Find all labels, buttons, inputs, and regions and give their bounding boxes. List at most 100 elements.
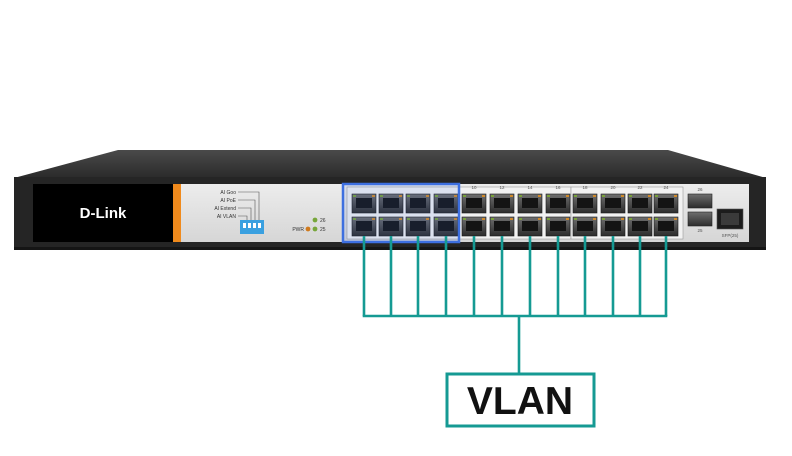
port-led — [629, 218, 632, 220]
rj45-ports-bottom-row — [351, 216, 679, 237]
port-led — [491, 218, 494, 220]
rj45-port-top-10 — [600, 193, 626, 214]
brand-accent-stripe — [173, 184, 181, 242]
sfp-slot-inner — [721, 213, 739, 225]
rj45-port-top-2 — [378, 193, 404, 214]
port-led — [593, 195, 596, 197]
rj45-port-bottom-1 — [351, 216, 377, 237]
port-led — [454, 218, 457, 220]
port-number-24: 24 — [663, 185, 669, 190]
rj45-port-top-12 — [653, 193, 679, 214]
rj45-port-top-9 — [572, 193, 598, 214]
port-led — [482, 218, 485, 220]
rj45-port-bottom-10 — [600, 216, 626, 237]
port-led — [510, 195, 513, 197]
port-number-14: 14 — [527, 185, 533, 190]
port-number-10: 10 — [471, 185, 477, 190]
port-led — [399, 195, 402, 197]
uplink-port-25 — [687, 211, 713, 227]
port-led — [538, 218, 541, 220]
port-led — [435, 218, 438, 220]
port-led — [655, 218, 658, 220]
port-led — [510, 218, 513, 220]
rj45-port-top-6 — [489, 193, 515, 214]
port-number-12: 12 — [499, 185, 505, 190]
port-led — [674, 195, 677, 197]
port-led — [426, 218, 429, 220]
uplink-port-26 — [687, 193, 713, 209]
port-led — [621, 218, 624, 220]
vlan-highlight-box — [341, 182, 461, 244]
rj45-port-top-1 — [351, 193, 377, 214]
uplink-port-25-label: 25 — [697, 228, 703, 233]
port-led — [629, 195, 632, 197]
port-number-16: 16 — [555, 185, 561, 190]
dip-leader-3 — [238, 207, 252, 220]
rj45-port-bottom-5 — [461, 216, 487, 237]
vlan-connection-lines — [362, 236, 668, 374]
dip-leader-4 — [238, 215, 248, 220]
port-led — [648, 195, 651, 197]
rj45-port-bottom-11 — [627, 216, 653, 237]
port-led — [674, 218, 677, 220]
port-led — [372, 195, 375, 197]
port-led — [547, 195, 550, 197]
logo-panel — [33, 184, 173, 242]
dip-toggle-2 — [248, 223, 251, 228]
rj45-port-bottom-12 — [653, 216, 679, 237]
port-led — [399, 218, 402, 220]
port-led — [463, 195, 466, 197]
port-led — [602, 195, 605, 197]
dip-leader-1 — [238, 191, 260, 220]
dip-toggle-4 — [258, 223, 261, 228]
rj45-port-top-8 — [545, 193, 571, 214]
port-led — [407, 218, 410, 220]
led-pwr-label: PWR — [292, 227, 304, 233]
port-led — [538, 195, 541, 197]
port-led — [655, 195, 658, 197]
led-26-label: 26 — [320, 218, 326, 224]
uplink-port-26-label: 26 — [697, 187, 703, 192]
dip-toggle-1 — [243, 223, 246, 228]
port-led — [621, 195, 624, 197]
rj45-port-top-11 — [627, 193, 653, 214]
port-led — [574, 195, 577, 197]
vlan-label-box — [445, 372, 596, 428]
port-led — [426, 195, 429, 197]
port-number-22: 22 — [637, 185, 643, 190]
switch-top-surface — [14, 150, 766, 178]
port-led — [353, 195, 356, 197]
rj45-port-bottom-9 — [572, 216, 598, 237]
dip-leader-2 — [238, 199, 256, 220]
port-led — [566, 218, 569, 220]
dip-label-extend: AI Extend — [214, 206, 236, 212]
dip-label-poe: AI PoE — [220, 198, 236, 204]
port-number-18: 18 — [582, 185, 588, 190]
port-led — [454, 195, 457, 197]
port-led — [482, 195, 485, 197]
port-led — [648, 218, 651, 220]
port-led — [380, 218, 383, 220]
rj45-port-top-5 — [461, 193, 487, 214]
vlan-label: VLAN — [467, 380, 573, 423]
port-led — [519, 218, 522, 220]
port-led — [519, 195, 522, 197]
brand-logo: D-Link — [80, 205, 127, 222]
port-led — [435, 195, 438, 197]
rj45-port-bottom-4 — [433, 216, 459, 237]
dip-label-vlan: AI VLAN — [217, 214, 237, 220]
port-led — [574, 218, 577, 220]
led-25-label: 25 — [320, 227, 326, 233]
dip-toggle-3 — [253, 223, 256, 228]
port-led — [547, 218, 550, 220]
port-led — [380, 195, 383, 197]
port-led — [491, 195, 494, 197]
rj45-port-bottom-7 — [517, 216, 543, 237]
led-25 — [312, 226, 318, 232]
led-pwr — [305, 226, 311, 232]
port-led — [407, 195, 410, 197]
rj45-ports-top-row — [351, 193, 679, 214]
port-led — [602, 218, 605, 220]
sfp-label: SFP(25) — [722, 233, 739, 238]
